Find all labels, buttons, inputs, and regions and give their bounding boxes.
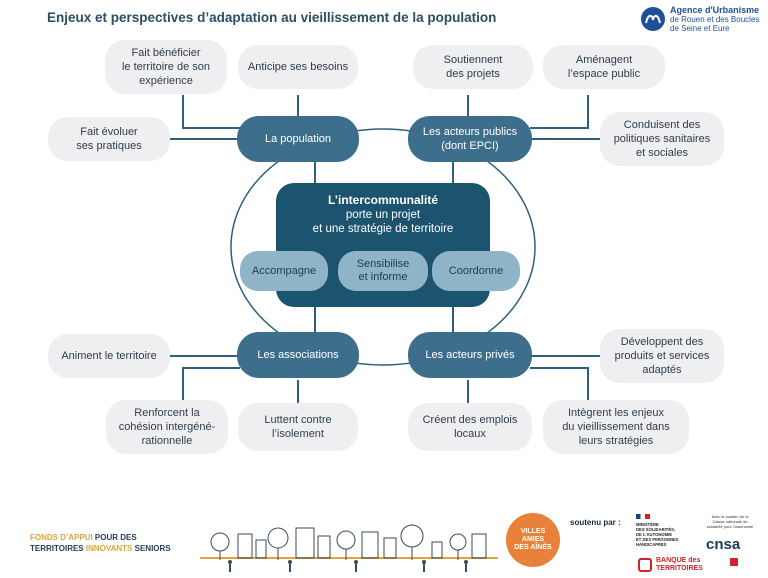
actor-associations: Les associations bbox=[237, 332, 359, 378]
fonds-appui-logo: FONDS D’APPUI POUR DES TERRITOIRES INNOV… bbox=[30, 532, 171, 554]
cnsa-note: Avec le soutien de la Caisse nationale d… bbox=[706, 514, 754, 529]
republique-flag-icon bbox=[636, 514, 650, 519]
agency-name: Agence d'Urbanisme bbox=[670, 5, 760, 15]
agency-icon bbox=[641, 7, 665, 31]
cnsa-logo: Avec le soutien de la Caisse nationale d… bbox=[700, 514, 760, 566]
actor-publics: Les acteurs publics (dont EPCI) bbox=[408, 116, 532, 162]
banque-territoires-logo: BANQUE des TERRITOIRES bbox=[638, 557, 718, 575]
fonds-text-2a: TERRITOIRES bbox=[30, 544, 86, 553]
ministere-logo: MINISTÈRE DES SOLIDARITÉS, DE L'AUTONOMI… bbox=[636, 514, 684, 554]
action-sensibilise: Sensibilise et informe bbox=[338, 251, 428, 291]
ministere-text: MINISTÈRE DES SOLIDARITÉS, DE L'AUTONOMI… bbox=[636, 522, 679, 547]
fonds-text-2b: INNOVANTS bbox=[85, 544, 133, 553]
center-subtitle: porte un projet et une stratégie de terr… bbox=[312, 209, 454, 235]
banque-text: BANQUE des TERRITOIRES bbox=[656, 557, 703, 572]
population-item-pratiques: Fait évoluer ses pratiques bbox=[48, 117, 170, 161]
center-title: L’intercommunalité bbox=[327, 193, 439, 207]
associations-item-isolement: Luttent contre l’isolement bbox=[238, 403, 358, 451]
page-title: Enjeux et perspectives d’adaptation au v… bbox=[47, 10, 497, 25]
prives-item-produits: Développent des produits et services ada… bbox=[600, 329, 724, 383]
associations-item-cohesion: Renforcent la cohésion intergéné- ration… bbox=[106, 400, 228, 454]
associations-item-animent: Animent le territoire bbox=[48, 334, 170, 378]
villes-amies-logo: VILLES AMIES DES AÎNÉS bbox=[506, 513, 560, 567]
agency-subtitle: de Rouen et des Boucles de Seine et Eure bbox=[670, 15, 760, 33]
banque-hexagon-icon bbox=[638, 558, 652, 572]
prives-item-strategies: Intègrent les enjeux du vieillissement d… bbox=[543, 400, 689, 454]
population-item-anticipe: Anticipe ses besoins bbox=[238, 45, 358, 89]
soutenu-par-label: soutenu par : bbox=[570, 518, 621, 527]
actor-prives: Les acteurs privés bbox=[408, 332, 532, 378]
population-item-experience: Fait bénéficier le territoire de son exp… bbox=[105, 40, 227, 94]
city-skyline-illustration bbox=[200, 524, 498, 572]
agency-logo: Agence d'Urbanisme de Rouen et des Boucl… bbox=[640, 6, 766, 36]
fonds-text-1a: FONDS D’APPUI bbox=[30, 533, 93, 542]
prives-item-emplois: Créent des emplois locaux bbox=[408, 403, 532, 451]
action-accompagne: Accompagne bbox=[240, 251, 328, 291]
cnsa-wordmark: cnsa bbox=[706, 536, 741, 553]
cnsa-red-square-icon bbox=[730, 558, 738, 566]
publics-item-espace: Aménagent l’espace public bbox=[543, 45, 665, 89]
fonds-text-1b: POUR DES bbox=[92, 533, 137, 542]
publics-item-projets: Soutiennent des projets bbox=[413, 45, 533, 89]
actor-population: La population bbox=[237, 116, 359, 162]
fonds-text-2c: SENIORS bbox=[132, 544, 171, 553]
action-coordonne: Coordonne bbox=[432, 251, 520, 291]
publics-item-politiques: Conduisent des politiques sanitaires et … bbox=[600, 112, 724, 166]
